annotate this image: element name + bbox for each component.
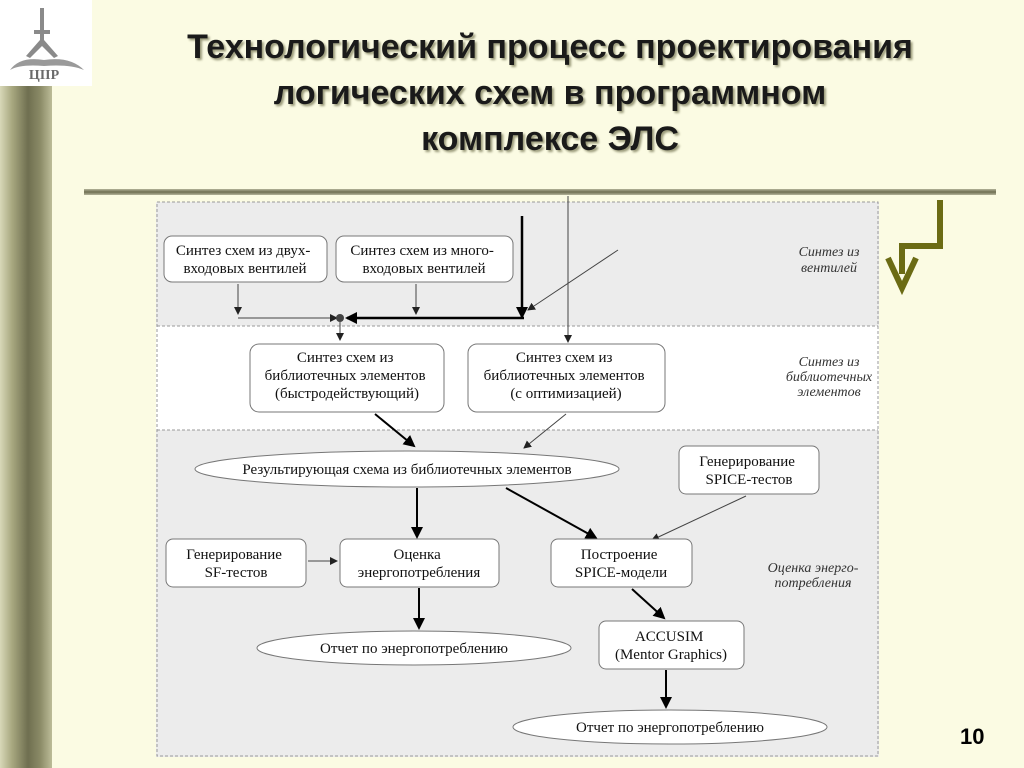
logo: ЦIIP — [0, 0, 92, 86]
return-arrow-icon — [885, 200, 943, 296]
connector — [523, 413, 567, 449]
svg-text:ACCUSIM (Mentor Graphics: ACCUSIM (Mentor Graphics) — [615, 629, 727, 663]
box-gen-sf: Генерирование SF-тестов — [165, 538, 307, 588]
section-label-energy: Оценка энерго-потребления — [768, 561, 859, 591]
left-decorative-bar — [0, 0, 52, 768]
svg-text:Генерирование SPICE-тест: Генерирование SPICE-тестов — [699, 454, 798, 488]
ellipse-report-2: Отчет по энергопотреблению — [512, 709, 828, 745]
svg-text:Оценка энергопотребления: Оценка энергопотребления — [358, 547, 481, 581]
svg-text:Построение SPICE-модели: Построение SPICE-модели — [575, 547, 667, 581]
page-title: Технологический процесс проектирования л… — [110, 24, 990, 162]
svg-text:Результирующая схема из библио: Результирующая схема из библиотечных эле… — [242, 462, 571, 478]
svg-text:Синтез схем из много- вх: Синтез схем из много- входовых вентилей — [350, 243, 497, 277]
title-divider — [84, 189, 996, 195]
junction-dot — [336, 314, 344, 322]
box-synth-two-input: Синтез схем из двух- входовых вентилей — [163, 235, 328, 283]
svg-text:Синтез схем из двух- вхо: Синтез схем из двух- входовых вентилей — [176, 243, 314, 277]
box-synth-lib-opt: Синтез схем из библиотечных элементов (с… — [467, 343, 666, 413]
svg-text:Отчет по энергопотреблению: Отчет по энергопотреблению — [576, 720, 764, 736]
svg-text:Генерирование SF-тестов: Генерирование SF-тестов — [186, 547, 285, 581]
svg-text:Отчет по энергопотреблению: Отчет по энергопотреблению — [320, 641, 508, 657]
ellipse-report-1: Отчет по энергопотреблению — [256, 630, 572, 666]
diagram-frame — [156, 201, 879, 757]
box-spice-model: Построение SPICE-модели — [550, 538, 693, 588]
connector — [651, 495, 747, 541]
svg-text:Синтез схем из библиотеч: Синтез схем из библиотечных элементов (с… — [484, 350, 649, 402]
svg-text:Синтез схем из библиотеч: Синтез схем из библиотечных элементов (б… — [265, 350, 430, 402]
logo-text: ЦIIP — [29, 68, 60, 83]
page-number: 10 — [960, 724, 985, 749]
box-synth-lib-fast: Синтез схем из библиотечных элементов (б… — [249, 343, 445, 413]
input-line-diagonal — [527, 249, 619, 311]
title-line-2: логических схем в программном — [273, 74, 827, 112]
connector-bold — [374, 413, 416, 448]
title-line-1: Технологический процесс проектирования — [187, 28, 913, 66]
box-synth-multi-input: Синтез схем из много- входовых вентилей — [335, 235, 514, 283]
logo-emblem-icon: ЦIIP — [10, 8, 84, 83]
connector-bold — [631, 588, 666, 620]
ellipse-result-scheme: Результирующая схема из библиотечных эле… — [194, 450, 620, 488]
box-power-eval: Оценка энергопотребления — [339, 538, 500, 588]
connector-bold — [505, 487, 598, 539]
box-gen-spice: Генерирование SPICE-тестов — [678, 445, 820, 495]
title-line-3: комплексе ЭЛС — [421, 120, 679, 158]
box-accusim: ACCUSIM (Mentor Graphics) — [598, 620, 745, 670]
